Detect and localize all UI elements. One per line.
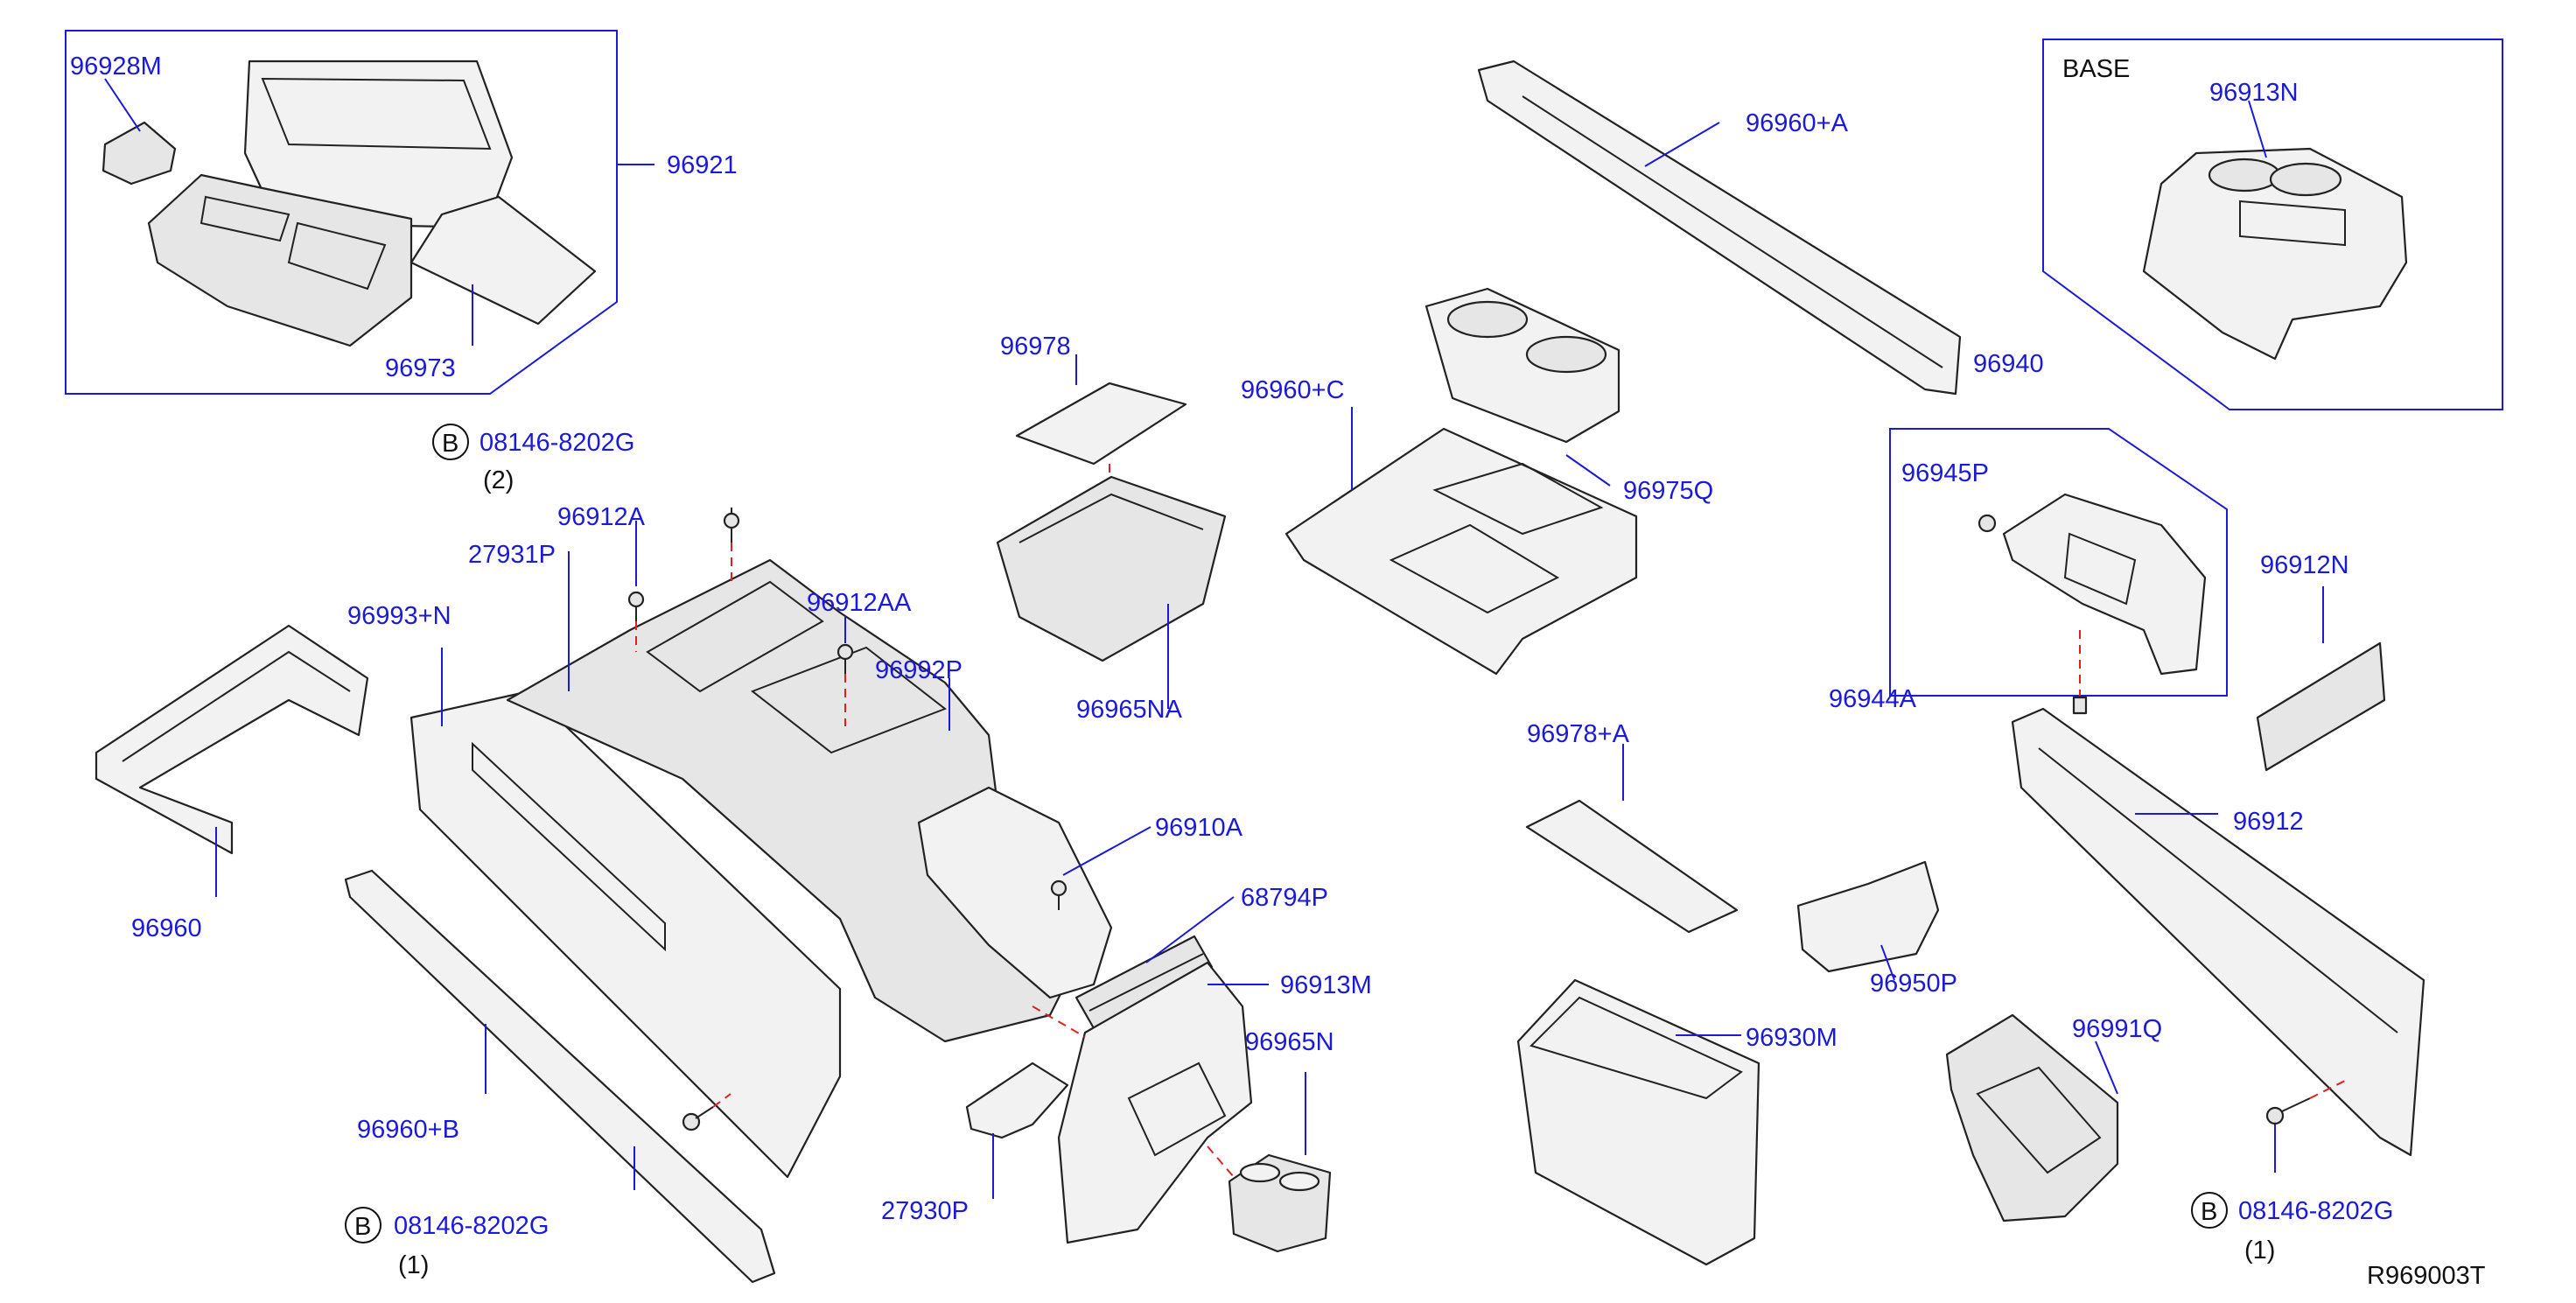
bracket-96910A (917, 786, 1113, 999)
label-96945P: 96945P (1901, 459, 1989, 487)
label-96913N: 96913N (2209, 79, 2299, 107)
circle-b-icon (345, 1207, 382, 1243)
shift-bezel-group (1889, 428, 2228, 715)
label-96928M: 96928M (70, 53, 162, 81)
upper-rail (1477, 60, 1962, 396)
panel-96960C (1284, 427, 1638, 676)
armrest-lid-group (65, 30, 654, 395)
bolt-part-number: 08146-8202G (2238, 1197, 2393, 1225)
label-96940: 96940 (1973, 350, 2044, 378)
clip-96912N (2256, 641, 2386, 772)
label-96991Q: 96991Q (2072, 1015, 2162, 1043)
base-console (2142, 147, 2408, 361)
pad-96978 (1015, 382, 1187, 466)
label-27930P: 27930P (881, 1197, 969, 1225)
circle-b-icon (2191, 1192, 2228, 1229)
part-labels: 96928M 96921 96973 96978 96960+C 96960+A… (70, 53, 2349, 1225)
label-27931P: 27931P (468, 541, 556, 569)
shift-inset-frame (1889, 428, 2228, 697)
circle-letter: B (442, 430, 458, 458)
label-96950P: 96950P (1870, 970, 1957, 998)
label-96912N: 96912N (2260, 551, 2349, 579)
shift-bezel (2002, 493, 2207, 676)
base-inset-frame (2042, 39, 2503, 410)
front-trim-96913M (1057, 961, 1253, 1244)
bolt-callout-bottom-left: B 08146-8202G (1) (345, 1207, 549, 1279)
diagram-code: R969003T (2367, 1262, 2486, 1290)
pin-96944A (2072, 696, 2088, 715)
circle-letter: B (354, 1213, 371, 1241)
label-96978: 96978 (1000, 333, 1071, 361)
label-68794P: 68794P (1241, 884, 1328, 912)
bolt-part-number: 08146-8202G (480, 429, 634, 457)
label-96965NA: 96965NA (1076, 696, 1183, 724)
bolt-callout-top: B 08146-8202G (2) (432, 424, 634, 494)
bolt-part-number: 08146-8202G (394, 1212, 549, 1240)
bolt-quantity: (1) (2244, 1236, 2275, 1264)
label-96965N: 96965N (1245, 1028, 1334, 1056)
label-96978A: 96978+A (1527, 720, 1630, 748)
pad-96978A (1525, 799, 1739, 934)
label-96913M: 96913M (1280, 971, 1372, 999)
armrest-pad (410, 195, 597, 326)
bezel-96960 (94, 624, 369, 855)
label-base: BASE (2062, 55, 2130, 83)
bolt-callout-bottom-right: B 08146-8202G (1) (2191, 1192, 2393, 1264)
bin-96965NA (996, 475, 1227, 662)
label-96992P: 96992P (875, 656, 962, 684)
trim-96950P (1796, 860, 1940, 973)
circle-b-icon (432, 424, 469, 460)
label-96960: 96960 (131, 914, 202, 942)
label-96973: 96973 (385, 354, 456, 382)
top-panel (1284, 407, 1638, 676)
right-side-panel (2011, 586, 2426, 1173)
label-96912A: 96912A (557, 503, 646, 531)
label-96912: 96912 (2233, 808, 2304, 836)
panel-96912 (2011, 707, 2426, 1157)
label-96910A: 96910A (1155, 814, 1243, 842)
label-96960B: 96960+B (357, 1116, 459, 1144)
label-96921: 96921 (667, 151, 738, 179)
label-96960C: 96960+C (1241, 376, 1345, 404)
bolt-quantity: (2) (483, 466, 514, 494)
part-27930P (965, 1061, 1069, 1139)
label-96912AA: 96912AA (807, 589, 912, 617)
rail-96960A (1477, 60, 1962, 396)
armrest-inset-frame (65, 30, 618, 395)
label-96960A: 96960+A (1746, 109, 1849, 137)
trim-96960B (344, 869, 776, 1284)
main-console (344, 508, 1332, 1284)
clip-96945P (1978, 514, 1997, 533)
bracket-96991Q (1945, 1013, 2119, 1222)
latch-part (102, 121, 177, 186)
circle-letter: B (2201, 1198, 2217, 1226)
label-96930M: 96930M (1746, 1024, 1838, 1052)
front-bezel (94, 624, 369, 897)
label-96944A: 96944A (1829, 685, 1917, 713)
armrest-base (147, 173, 413, 347)
bin-96930M (1516, 978, 1760, 1266)
storage-bin-group (996, 354, 1227, 709)
label-96993N: 96993+N (347, 602, 452, 630)
bolt-quantity: (1) (398, 1251, 429, 1279)
base-console-group (2042, 39, 2503, 410)
label-96975Q: 96975Q (1623, 477, 1713, 505)
